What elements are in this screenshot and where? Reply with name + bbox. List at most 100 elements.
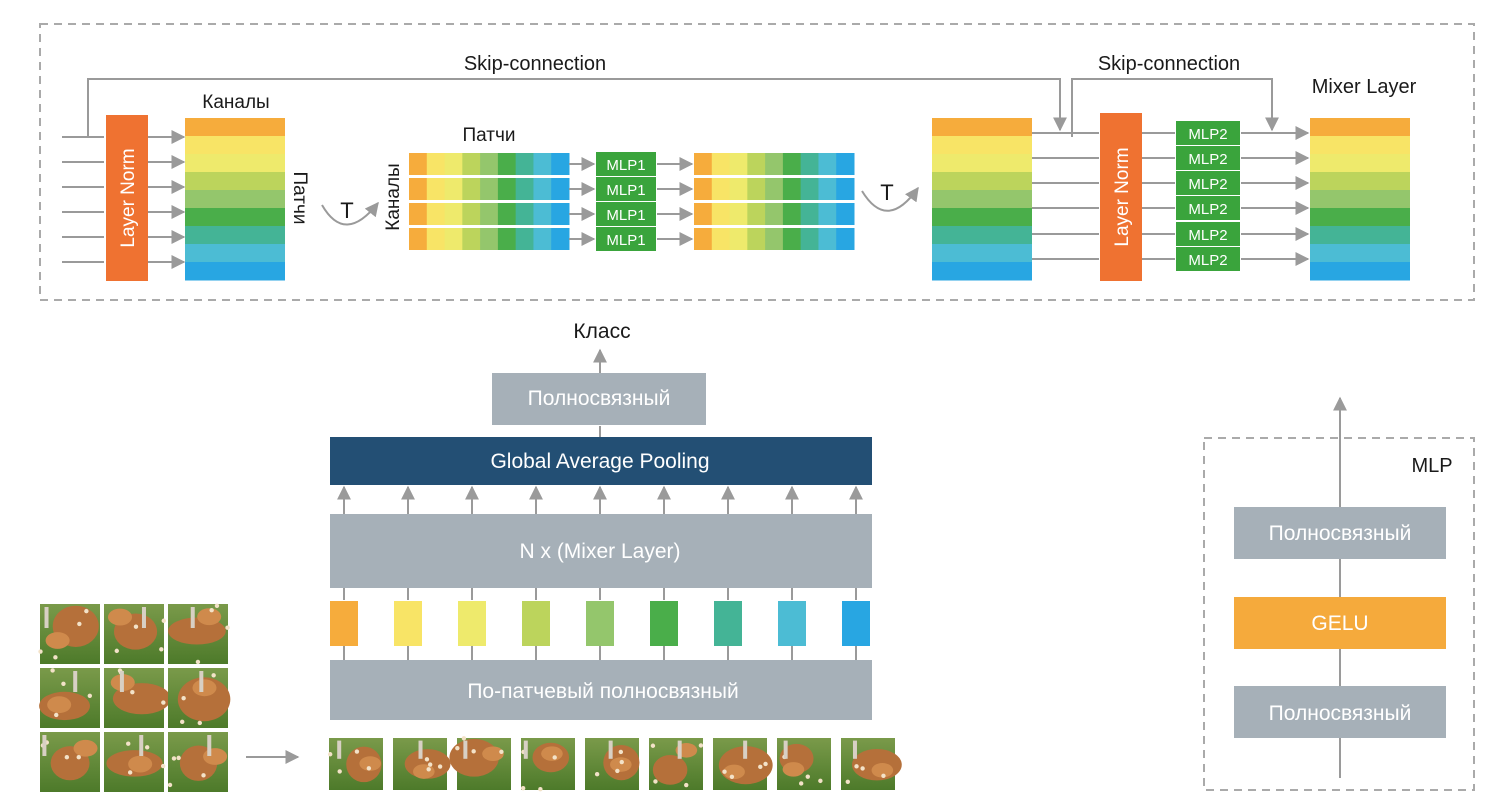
mlp-fc-bottom-label: Полносвязный <box>1269 702 1412 725</box>
patches-vertical-label: Патчи <box>289 171 310 224</box>
mlp2-box-1 <box>1176 121 1240 145</box>
patch-row-left-4-cell-3 <box>444 228 463 250</box>
patch-image-8-antler <box>783 740 788 759</box>
image-grid-tile-1-3-spot-4 <box>195 659 201 665</box>
patch-image-9-spot-2 <box>854 764 859 769</box>
patch-row-right-4-cell-9 <box>836 228 855 250</box>
patch-row-left-4-cell-6 <box>497 228 517 250</box>
mlp2-label-5: MLP2 <box>1188 227 1227 244</box>
patch-row-right-2-cell-6 <box>782 178 802 200</box>
patch-row-right-2-cell-5 <box>765 178 784 200</box>
channels-block-output-row-2 <box>1310 136 1410 155</box>
patch-row-right-2-cell-4 <box>747 178 766 200</box>
layer-norm-label-1: Layer Norm <box>118 148 139 247</box>
patch-image-8-deer-fur <box>782 762 805 777</box>
patch-image-4-deer-fur <box>541 746 563 761</box>
patch-row-right-1-cell-7 <box>800 153 819 175</box>
image-grid-tile-3-3-spot-1 <box>167 782 173 788</box>
channels-block-input-row-3 <box>185 154 285 173</box>
fully-connected-label: Полносвязный <box>528 387 671 410</box>
patch-image-1 <box>327 738 383 790</box>
image-grid-tile-2-1 <box>39 668 100 728</box>
patch-row-right-4-cell-2 <box>711 228 731 250</box>
image-grid-tile-3-1-antler <box>42 735 47 756</box>
patch-row-left-2-cell-1 <box>409 178 428 200</box>
mixer-layer-dashed-box <box>39 23 1475 301</box>
patch-image-9-antler <box>852 740 857 759</box>
image-grid-tile-2-1-spot-3 <box>50 668 55 673</box>
image-grid-tile-1-1-antler <box>44 607 49 628</box>
patch-row-left-2 <box>409 178 570 200</box>
channels-block-mid-row-6 <box>932 208 1032 227</box>
mixer-layer-label: Mixer Layer <box>1312 76 1417 98</box>
image-grid-tile-3-2-spot-1 <box>144 745 150 750</box>
channels-block-input-row-8 <box>185 244 285 263</box>
image-grid-tile-2-3-spot-3 <box>181 696 186 701</box>
channels-block-output-row-9 <box>1310 262 1410 281</box>
patch-token-9 <box>842 601 870 646</box>
patch-image-9-spot-3 <box>881 773 886 778</box>
channels-block-output-row-4 <box>1310 172 1410 191</box>
layer-norm-label-2: Layer Norm <box>1112 147 1133 246</box>
image-grid-tile-1-2 <box>104 604 166 664</box>
patch-image-6-spot-2 <box>698 743 704 748</box>
channels-block-mid-row-9 <box>932 262 1032 281</box>
patch-image-2-spot-4 <box>426 767 431 772</box>
transpose-label-1: T <box>340 198 353 223</box>
patch-row-left-2-cell-7 <box>515 178 534 200</box>
image-grid-tile-3-2-spot-2 <box>160 763 166 769</box>
patch-row-right-2-cell-7 <box>800 178 819 200</box>
patch-image-9-spot-4 <box>860 766 865 771</box>
image-grid-tile-2-2 <box>104 668 171 728</box>
patch-image-3-spot-3 <box>461 736 467 741</box>
patch-row-left-2-cell-2 <box>426 178 446 200</box>
patch-row-left-3-cell-4 <box>462 203 481 225</box>
mlp-fc-top-label: Полносвязный <box>1269 522 1412 545</box>
image-grid-tile-3-3 <box>167 732 228 792</box>
image-grid-tile-2-3-spot-1 <box>211 673 216 678</box>
channels-block-input-row-6 <box>185 208 285 227</box>
patch-row-left-4-cell-4 <box>462 228 481 250</box>
mlp1-label-1: MLP1 <box>606 157 645 174</box>
mlp1-label-4: MLP1 <box>606 232 645 249</box>
patch-row-left-1-cell-7 <box>515 153 534 175</box>
image-grid-tile-1-1-spot-4 <box>77 621 82 627</box>
image-grid-tile-3-3-spot-3 <box>176 755 181 761</box>
fully-connected-box <box>492 373 706 425</box>
patch-row-right-1-cell-1 <box>694 153 713 175</box>
mlp2-label-2: MLP2 <box>1188 151 1227 168</box>
patch-row-left-2-cell-4 <box>462 178 481 200</box>
patch-row-right-1-cell-9 <box>836 153 855 175</box>
patches-label: Патчи <box>462 125 515 146</box>
patch-row-left-3-cell-6 <box>497 203 517 225</box>
image-grid-tile-1-3-antler <box>190 607 195 628</box>
image-grid-tile-1-1 <box>38 604 100 664</box>
patch-image-1-spot-1 <box>366 766 372 771</box>
image-grid-tile-1-3-spot-1 <box>214 603 220 609</box>
patch-image-7 <box>713 738 773 790</box>
image-grid-tile-2-3-antler <box>199 671 204 692</box>
gelu-box <box>1234 597 1446 649</box>
mlp1-box-3 <box>596 202 656 226</box>
patch-image-4-spot-3 <box>520 786 526 791</box>
patch-row-left-4 <box>409 228 570 250</box>
patch-row-right-3 <box>694 203 855 225</box>
image-grid-tile-2-3-spot-2 <box>197 720 202 726</box>
patch-image-7-spot-4 <box>729 774 735 780</box>
patch-image-6-deer-body <box>652 754 688 785</box>
patch-row-left-4-cell-1 <box>409 228 428 250</box>
image-grid-tile-1-2-spot-2 <box>114 648 119 654</box>
global-average-pooling-box <box>330 437 872 485</box>
patch-row-right-4-cell-4 <box>747 228 766 250</box>
patch-row-right-4-cell-5 <box>765 228 784 250</box>
image-grid-tile-1-2-spot-4 <box>159 647 164 652</box>
channels-block-output-row-8 <box>1310 244 1410 263</box>
gelu-label: GELU <box>1311 612 1368 635</box>
patch-image-9-spot-1 <box>845 779 850 784</box>
patch-image-4-spot-4 <box>552 755 557 760</box>
patch-image-5-antler <box>608 740 613 759</box>
skip-connection-line-2 <box>1071 78 1279 137</box>
patch-row-right-4-cell-7 <box>800 228 819 250</box>
patch-row-left-4-cell-9 <box>551 228 570 250</box>
channels-block-mid-row-5 <box>932 190 1032 209</box>
